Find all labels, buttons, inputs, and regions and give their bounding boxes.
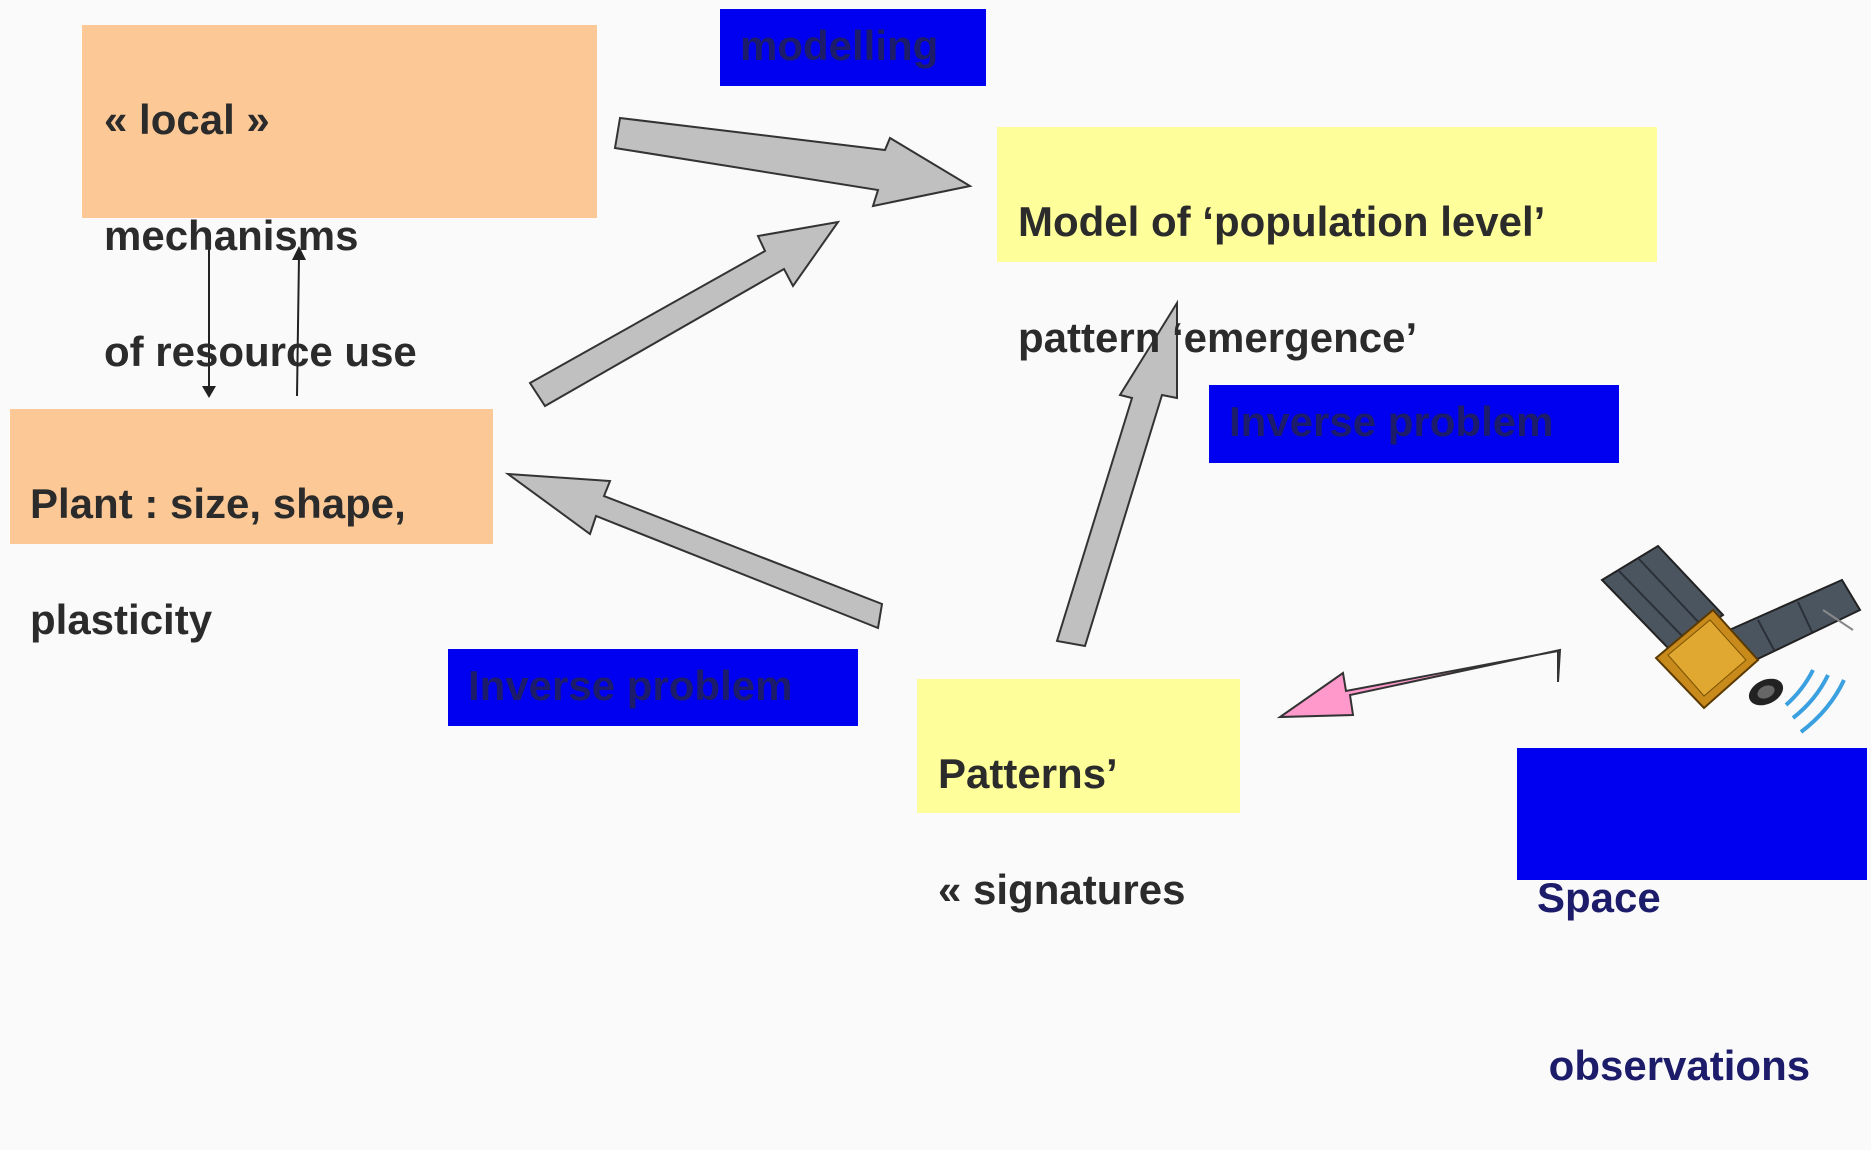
thin-arrow-up xyxy=(296,255,300,397)
patterns-box: Patterns’ « signatures xyxy=(917,679,1240,913)
model-box: Model of ‘population level’ pattern ‘eme… xyxy=(997,127,1657,361)
thin-arrow-up-head xyxy=(292,246,306,260)
plant-line-2: plasticity xyxy=(30,596,213,643)
inverse-problem-right-label: Inverse problem xyxy=(1209,385,1619,463)
plant-line-1: Plant : size, shape, xyxy=(30,480,406,527)
space-observations-line-2: observations xyxy=(1537,1042,1811,1089)
local-mechanisms-box: « local » mechanisms of resource use xyxy=(82,25,597,375)
arrow-patterns-to-plant xyxy=(504,472,884,630)
patterns-line-2: « signatures xyxy=(938,866,1186,913)
modelling-label-text: modelling xyxy=(740,22,939,69)
inverse-problem-left-text: Inverse problem xyxy=(468,662,793,709)
arrow-plant-to-model xyxy=(528,220,841,408)
model-line-1: Model of ‘population level’ xyxy=(1018,198,1546,245)
plant-box: Plant : size, shape, plasticity xyxy=(10,409,493,643)
patterns-line-1: Patterns’ xyxy=(938,750,1118,797)
satellite-icon xyxy=(1600,544,1862,734)
arrows-layer xyxy=(202,116,1562,719)
arrow-space-to-patterns xyxy=(1276,648,1562,719)
local-mechanisms-line-2: mechanisms xyxy=(104,212,359,259)
local-mechanisms-line-1: « local » xyxy=(104,96,270,143)
inverse-problem-right-text: Inverse problem xyxy=(1229,398,1554,445)
thin-arrow-down-head xyxy=(202,386,216,398)
inverse-problem-left-label: Inverse problem xyxy=(448,649,858,726)
arrow-local-to-model xyxy=(613,116,973,208)
model-line-2: pattern ‘emergence’ xyxy=(1018,314,1418,361)
space-observations-line-1: Space xyxy=(1537,874,1661,921)
modelling-label: modelling xyxy=(720,9,986,86)
local-mechanisms-line-3: of resource use xyxy=(104,328,417,375)
space-observations-label: Space observations xyxy=(1517,748,1867,1089)
arrow-patterns-to-model xyxy=(1055,299,1178,648)
